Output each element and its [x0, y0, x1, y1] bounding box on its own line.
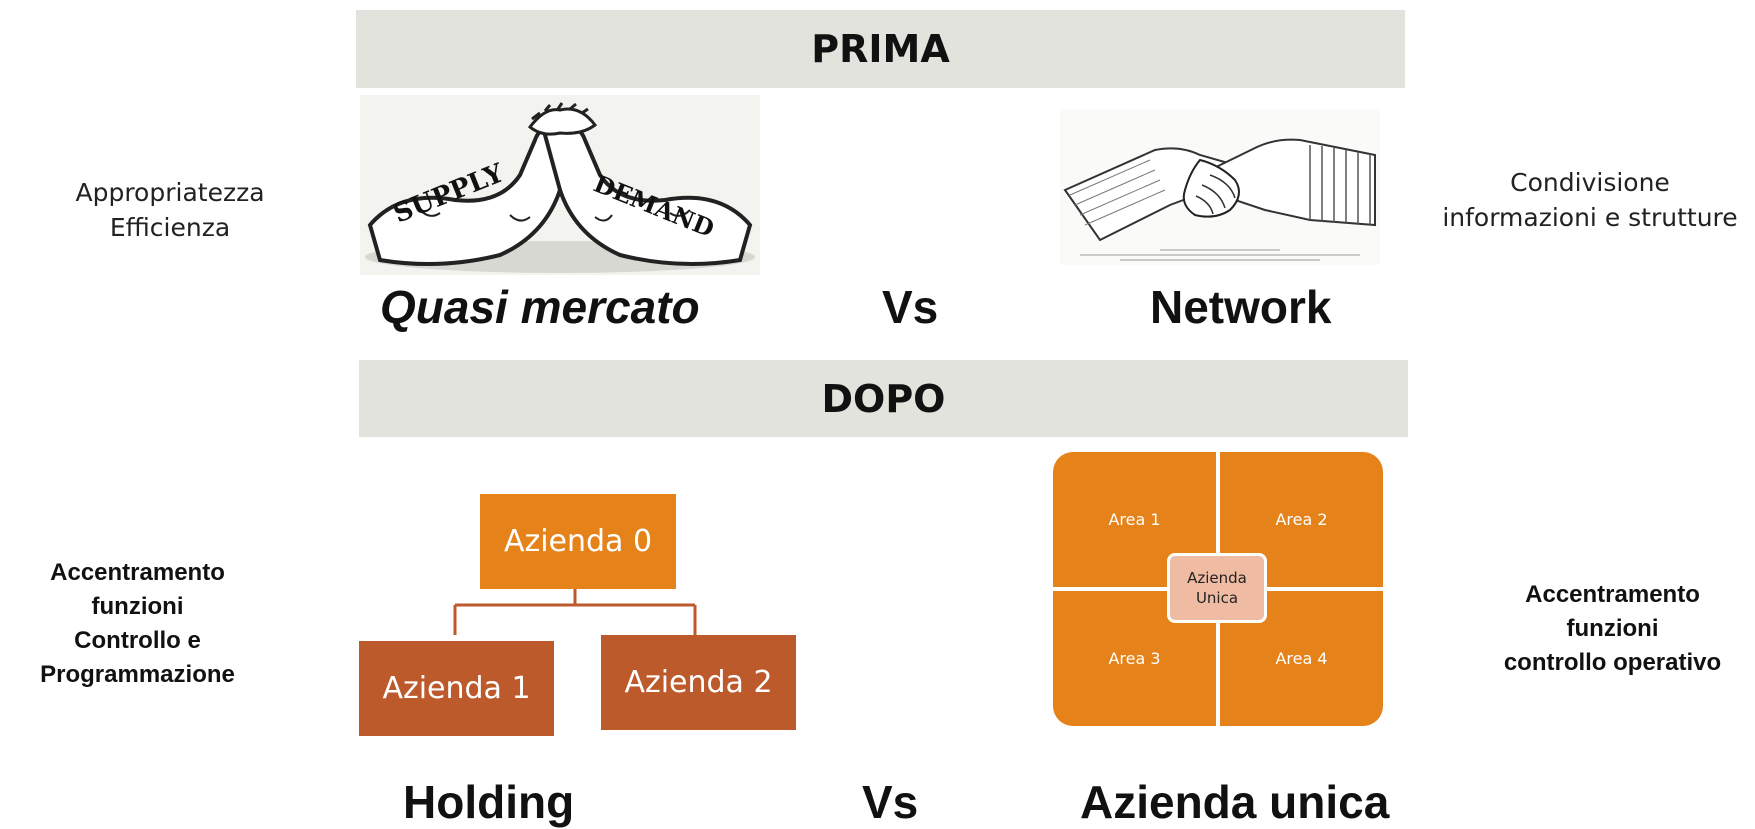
azienda-0-box: Azienda 0 — [480, 494, 676, 589]
dopo-banner: DOPO — [359, 360, 1408, 437]
area-1: Area 1 — [1053, 452, 1216, 587]
left-top-line-1: Appropriatezza — [75, 178, 265, 207]
left-bottom-line-2: funzioni — [91, 593, 184, 620]
right-top-line-2: informazioni e strutture — [1442, 203, 1738, 232]
right-top-label: Condivisione informazioni e strutture — [1425, 165, 1755, 235]
azienda-0-label: Azienda 0 — [503, 524, 653, 559]
right-bottom-line-1: Accentramento — [1525, 581, 1700, 608]
right-bottom-line-2: funzioni — [1566, 615, 1659, 642]
area-4: Area 4 — [1220, 591, 1383, 726]
vs-top-label: Vs — [882, 281, 939, 333]
azienda-2-label: Azienda 2 — [624, 665, 773, 700]
network-label: Network — [1150, 281, 1332, 333]
holding-label: Holding — [403, 776, 575, 828]
prima-title: PRIMA — [811, 27, 950, 71]
area-1-label: Area 1 — [1108, 510, 1161, 529]
area-4-label: Area 4 — [1275, 649, 1328, 668]
right-bottom-label: Accentramento funzioni controllo operati… — [1470, 578, 1755, 680]
quasi-mercato-label: Quasi mercato — [380, 281, 700, 333]
left-top-line-2: Efficienza — [109, 213, 231, 242]
azienda-1-label: Azienda 1 — [382, 671, 531, 706]
area-2: Area 2 — [1220, 452, 1383, 587]
azienda-2-box: Azienda 2 — [601, 635, 796, 730]
azienda-unica-label: Azienda unica — [1080, 776, 1390, 828]
area-3-label: Area 3 — [1108, 649, 1161, 668]
azienda-1-box: Azienda 1 — [359, 641, 554, 736]
left-bottom-line-3: Controllo e — [74, 627, 201, 654]
handshake-illustration — [1060, 110, 1380, 265]
left-bottom-line-1: Accentramento — [50, 559, 225, 586]
vs-bottom-label: Vs — [862, 776, 919, 828]
right-bottom-line-3: controllo operativo — [1503, 649, 1722, 676]
area-3: Area 3 — [1053, 591, 1216, 726]
arm-wrestling-illustration: SUPPLY DEMAND — [360, 95, 760, 275]
left-top-label: Appropriatezza Efficienza — [40, 175, 300, 245]
holding-connectors — [453, 585, 697, 635]
azienda-unica-center: Azienda Unica — [1167, 553, 1267, 623]
dopo-title: DOPO — [821, 376, 946, 421]
left-bottom-label: Accentramento funzioni Controllo e Progr… — [10, 556, 265, 692]
area-2-label: Area 2 — [1275, 510, 1328, 529]
right-top-line-1: Condivisione — [1510, 168, 1670, 197]
left-bottom-line-4: Programmazione — [40, 661, 235, 688]
prima-banner: PRIMA — [356, 10, 1405, 88]
